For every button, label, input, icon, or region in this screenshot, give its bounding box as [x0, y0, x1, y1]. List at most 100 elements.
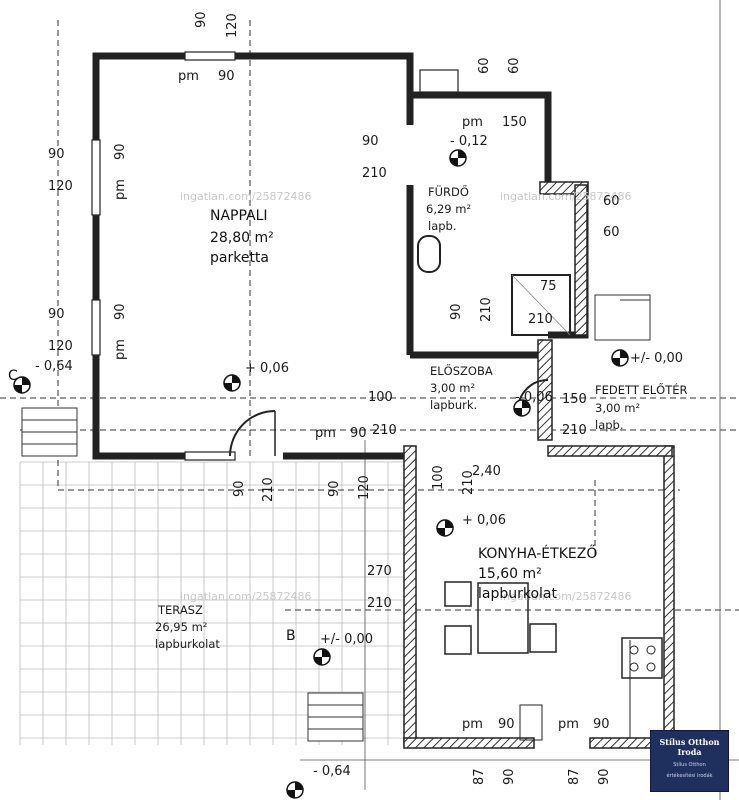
- dim-label: 90: [350, 426, 367, 441]
- watermark: ingatlan.com/25872486: [180, 190, 312, 203]
- dim-label: pm: [113, 339, 128, 360]
- hallway-name: ELŐSZOBA: [430, 363, 493, 378]
- dim-label: 60: [603, 225, 620, 240]
- dim-label: 120: [48, 179, 73, 194]
- level-marker-icon: [436, 519, 454, 537]
- dim-label: 60: [507, 57, 522, 74]
- logo-line1: Stílus Otthon: [659, 737, 720, 747]
- living-room-name: NAPPALI: [210, 208, 268, 224]
- vertical-dimension-labels: 90 120 60 60 pm 90 pm 90 90 210 90 210 9…: [113, 11, 612, 785]
- dim-label: 87: [472, 768, 487, 785]
- outside-level-bottom: - 0,64: [313, 764, 351, 779]
- covered-entry-floor: lapb.: [595, 418, 624, 432]
- dim-label: 100: [431, 465, 446, 490]
- dim-label: 210: [562, 423, 587, 438]
- dim-label: 90: [48, 307, 65, 322]
- dim-label: 2,40: [472, 464, 501, 479]
- dim-label: 90: [449, 303, 464, 320]
- watermark: ingatlan.com/25872486: [180, 590, 312, 603]
- dim-label: 210: [261, 477, 276, 502]
- bathroom-level: - 0,12: [450, 134, 488, 149]
- dim-label: 90: [232, 480, 247, 497]
- level-marker-icon: [513, 399, 531, 417]
- dim-label: 210: [372, 423, 397, 438]
- living-room-area: 28,80 m²: [210, 230, 274, 246]
- bathroom-name: FÜRDŐ: [428, 183, 469, 199]
- dim-label: 210: [461, 470, 476, 495]
- hallway-walls: [410, 294, 651, 441]
- dim-label: 90: [327, 480, 342, 497]
- living-room-door: [229, 410, 276, 457]
- kitchen-name: KONYHA-ÉTKEZŐ: [478, 544, 597, 562]
- level-marker-icon: [449, 149, 467, 167]
- covered-entry-name: FEDETT ELŐTÉR: [595, 382, 688, 397]
- hallway-area: 3,00 m²: [430, 381, 475, 395]
- dim-label: 270: [367, 564, 392, 579]
- dim-label: 90: [113, 143, 128, 160]
- dim-label: 150: [562, 392, 587, 407]
- watermark: ingatlan.com/25872486: [500, 590, 632, 603]
- terrace-steps: [21, 407, 364, 742]
- dim-label: 75: [540, 279, 557, 294]
- level-marker-icon: [611, 349, 629, 367]
- kitchen-walls: [403, 445, 675, 749]
- dim-label: pm: [178, 69, 199, 84]
- dim-label: 90: [113, 303, 128, 320]
- dim-label: 60: [477, 57, 492, 74]
- terrace-level: +/- 0,00: [320, 632, 373, 647]
- living-room-floor: parketta: [210, 250, 269, 266]
- kitchen-area: 15,60 m²: [478, 566, 542, 582]
- living-room-level: + 0,06: [245, 361, 289, 376]
- dim-label: 100: [368, 390, 393, 405]
- agency-logo: Stílus Otthon Iroda Stílus Otthon értéke…: [650, 730, 729, 792]
- dim-label: 90: [48, 147, 65, 162]
- dim-label: 210: [367, 596, 392, 611]
- kitchen-level: + 0,06: [462, 513, 506, 528]
- dim-label: 90: [597, 768, 612, 785]
- covered-entry-level: +/- 0,00: [630, 351, 683, 366]
- dim-label: 90: [593, 717, 610, 732]
- bathroom-area: 6,29 m²: [426, 202, 471, 216]
- dim-label: 120: [48, 339, 73, 354]
- watermark: ingatlan.com/25872486: [500, 190, 632, 203]
- dim-label: 90: [362, 134, 379, 149]
- dim-label: 120: [225, 13, 240, 38]
- dim-label: pm: [462, 717, 483, 732]
- living-room-walls: [91, 51, 414, 461]
- dim-label: 150: [502, 115, 527, 130]
- level-marker-icon: [223, 374, 241, 392]
- dim-label: pm: [462, 115, 483, 130]
- dim-label: pm: [558, 717, 579, 732]
- logo-line3: Stílus Otthon: [673, 762, 706, 768]
- outside-level-c: - 0,64: [35, 359, 73, 374]
- section-c-label: C: [8, 368, 18, 384]
- level-marker-icon: [313, 648, 331, 666]
- level-markers: [13, 149, 629, 799]
- dim-label: pm: [315, 426, 336, 441]
- dim-label: 90: [498, 717, 515, 732]
- dim-label: 120: [357, 475, 372, 500]
- hallway-floor: lapburk.: [430, 398, 477, 412]
- section-b-label: B: [286, 628, 296, 644]
- dim-label: 210: [362, 166, 387, 181]
- terrace-floor: lapburkolat: [155, 637, 220, 651]
- terrace-name: TERASZ: [157, 603, 203, 617]
- logo-line2: Iroda: [677, 747, 702, 757]
- bathroom-floor: lapb.: [428, 219, 457, 233]
- kitchen-floor: lapburkolat: [478, 586, 558, 602]
- covered-entry-area: 3,00 m²: [595, 401, 640, 415]
- logo-line4: értékesítési irodák: [666, 773, 713, 779]
- dim-label: 60: [603, 194, 620, 209]
- bathroom-walls: [410, 69, 589, 339]
- terrace-area: 26,95 m²: [155, 620, 207, 634]
- dimension-labels: pm 90 pm 150 90 210 90 120 90 120 60 60 …: [48, 69, 620, 732]
- hallway-level: - 0,06: [515, 390, 553, 405]
- dim-label: pm: [113, 179, 128, 200]
- dim-label: 90: [218, 69, 235, 84]
- dim-label: 210: [479, 297, 494, 322]
- dim-label: 90: [194, 11, 209, 28]
- dim-label: 90: [502, 768, 517, 785]
- level-marker-icon: [13, 376, 31, 394]
